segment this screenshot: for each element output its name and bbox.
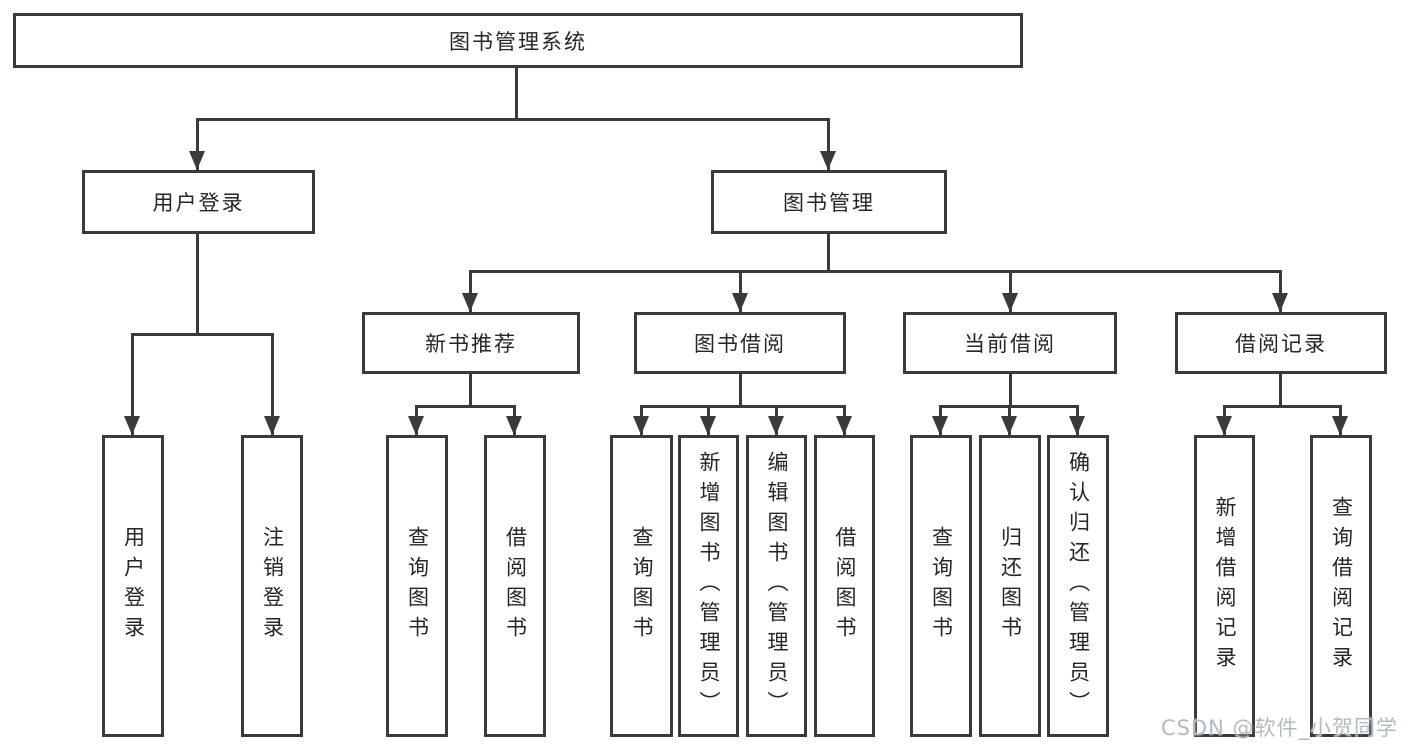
- node-book-borrowing-label: 图书借阅: [694, 332, 786, 356]
- node-leaf-return-books-label: 归还图书: [998, 526, 1023, 646]
- arrowhead-icon: [189, 151, 205, 170]
- node-new-book-recommendation-label: 新书推荐: [425, 332, 517, 356]
- node-current-borrowing-label: 当前借阅: [964, 332, 1056, 356]
- node-leaf-edit-books-admin-label: 编辑图书（管理员）: [765, 451, 789, 721]
- connector-line: [827, 234, 830, 273]
- connector-line: [131, 333, 274, 336]
- arrowhead-icon: [506, 416, 522, 435]
- node-leaf-edit-books-admin: 编辑图书（管理员）: [746, 435, 807, 737]
- arrowhead-icon: [633, 416, 649, 435]
- node-leaf-borrow-books-label: 借阅图书: [833, 526, 857, 646]
- arrowhead-icon: [1216, 416, 1232, 435]
- arrowhead-icon: [768, 416, 784, 435]
- connector-line: [469, 270, 1282, 273]
- connector-line: [515, 68, 518, 121]
- connector-line: [739, 270, 742, 312]
- node-borrowing-records: 借阅记录: [1175, 312, 1387, 374]
- connector-line: [196, 118, 830, 121]
- arrowhead-icon: [1069, 416, 1085, 435]
- node-leaf-borrow-books-recommend: 借阅图书: [484, 435, 546, 737]
- connector-line: [827, 118, 830, 170]
- node-leaf-add-borrow-record-label: 新增借阅记录: [1213, 496, 1237, 676]
- node-current-borrowing: 当前借阅: [903, 312, 1117, 374]
- node-leaf-search-books-current-label: 查询图书: [929, 526, 954, 646]
- node-user-login: 用户登录: [82, 170, 315, 234]
- connector-line: [1223, 405, 1342, 408]
- node-leaf-borrow-books: 借阅图书: [814, 435, 875, 737]
- connector-line: [469, 374, 472, 408]
- node-book-borrowing: 图书借阅: [634, 312, 846, 374]
- node-leaf-search-borrow-record-label: 查询借阅记录: [1329, 496, 1354, 676]
- node-leaf-logout-label: 注销登录: [260, 526, 285, 646]
- node-book-management-label: 图书管理: [783, 191, 875, 215]
- node-leaf-search-borrow-record: 查询借阅记录: [1310, 435, 1372, 737]
- arrowhead-icon: [700, 416, 716, 435]
- node-book-management: 图书管理: [711, 170, 947, 234]
- arrowhead-icon: [462, 293, 478, 312]
- arrowhead-icon: [124, 416, 140, 435]
- node-leaf-confirm-return-admin-label: 确认归还（管理员）: [1066, 451, 1091, 721]
- node-leaf-search-books-recommend: 查询图书: [386, 435, 448, 737]
- node-leaf-user-login-label: 用户登录: [121, 526, 146, 646]
- connector-line: [1009, 270, 1012, 312]
- connector-line: [131, 333, 134, 435]
- connector-line: [196, 234, 199, 336]
- node-leaf-search-books-current: 查询图书: [910, 435, 972, 737]
- connector-line: [640, 405, 846, 408]
- arrowhead-icon: [1332, 416, 1348, 435]
- connector-line: [196, 118, 199, 170]
- node-leaf-confirm-return-admin: 确认归还（管理员）: [1047, 435, 1109, 737]
- node-leaf-return-books: 归还图书: [979, 435, 1041, 737]
- node-leaf-user-login: 用户登录: [102, 435, 164, 737]
- node-leaf-logout: 注销登录: [241, 435, 303, 737]
- arrowhead-icon: [820, 151, 836, 170]
- node-leaf-search-books-borrowing: 查询图书: [610, 435, 673, 737]
- connector-line: [271, 333, 274, 435]
- node-leaf-add-borrow-record: 新增借阅记录: [1194, 435, 1255, 737]
- connector-line: [1279, 374, 1282, 408]
- arrowhead-icon: [1272, 293, 1288, 312]
- arrowhead-icon: [1002, 293, 1018, 312]
- node-leaf-add-books-admin: 新增图书（管理员）: [678, 435, 739, 737]
- node-new-book-recommendation: 新书推荐: [362, 312, 580, 374]
- node-leaf-search-books-recommend-label: 查询图书: [405, 526, 430, 646]
- node-root-label: 图书管理系统: [449, 29, 587, 54]
- connector-line: [469, 270, 472, 312]
- arrowhead-icon: [264, 416, 280, 435]
- connector-line: [739, 374, 742, 408]
- connector-line: [1009, 374, 1012, 408]
- node-root: 图书管理系统: [13, 13, 1023, 68]
- connector-line: [1279, 270, 1282, 312]
- node-borrowing-records-label: 借阅记录: [1235, 332, 1327, 356]
- arrowhead-icon: [732, 293, 748, 312]
- arrowhead-icon: [408, 416, 424, 435]
- node-leaf-borrow-books-recommend-label: 借阅图书: [503, 526, 528, 646]
- arrowhead-icon: [1001, 416, 1017, 435]
- node-user-login-label: 用户登录: [152, 191, 245, 215]
- arrowhead-icon: [932, 416, 948, 435]
- node-leaf-search-books-borrowing-label: 查询图书: [630, 526, 654, 646]
- csdn-watermark: CSDN @软件_小贺同学: [1160, 716, 1398, 740]
- connector-line: [415, 405, 516, 408]
- node-leaf-add-books-admin-label: 新增图书（管理员）: [697, 451, 721, 721]
- arrowhead-icon: [836, 416, 852, 435]
